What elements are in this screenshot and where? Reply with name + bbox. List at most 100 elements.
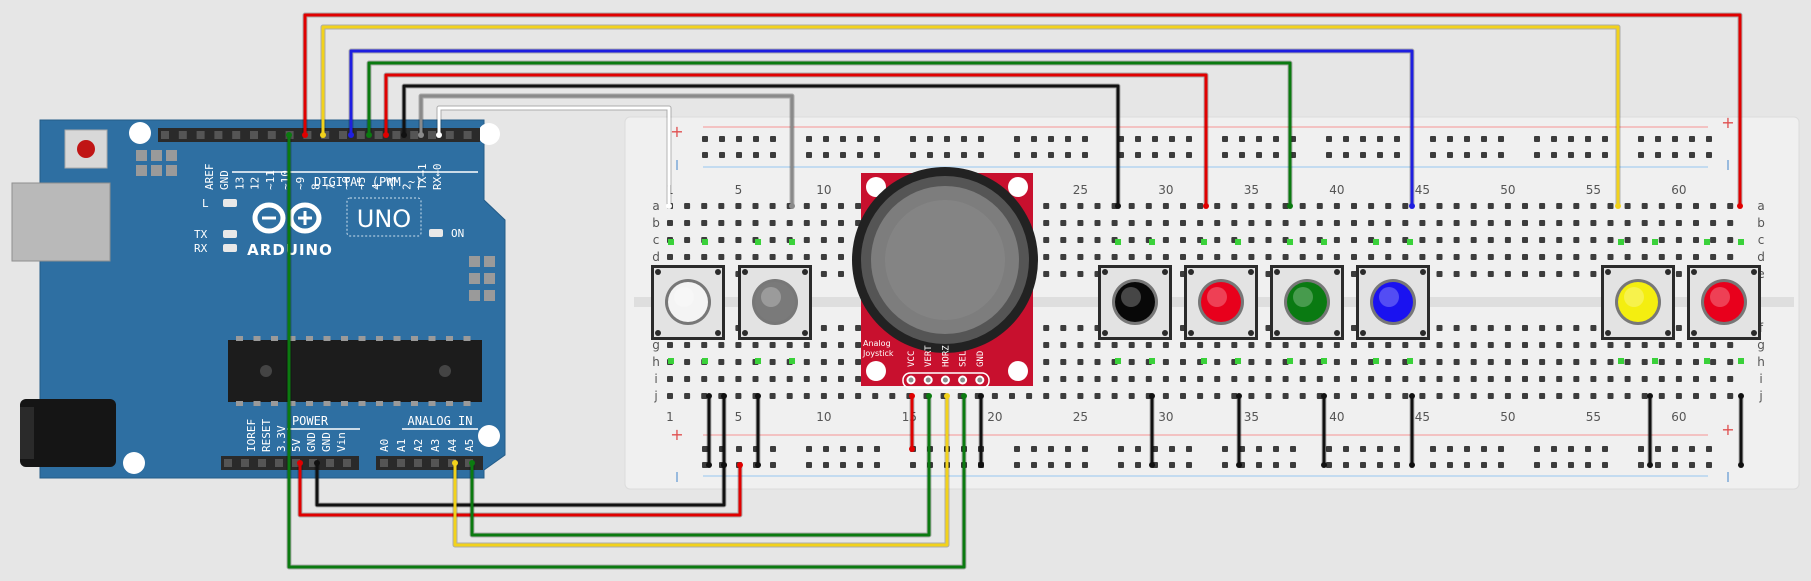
rail-hole <box>1655 152 1661 158</box>
column-number-top: 50 <box>1500 183 1515 197</box>
icsp2-pin <box>484 290 495 301</box>
hole <box>1351 342 1357 348</box>
button-cap-highlight <box>1710 287 1730 307</box>
hole <box>1043 393 1050 399</box>
hole <box>1026 393 1033 399</box>
rail-hole <box>1585 462 1591 468</box>
hole <box>838 220 844 226</box>
hole <box>1573 342 1580 348</box>
hole <box>667 376 673 382</box>
hole <box>1077 393 1084 399</box>
button-cap-highlight <box>674 287 694 307</box>
chip-pin <box>446 401 453 406</box>
hole <box>803 237 810 243</box>
rail-hole <box>770 136 776 142</box>
hole <box>820 237 827 243</box>
hole <box>838 359 844 365</box>
reset-button-cap <box>77 140 95 158</box>
rail-hole <box>1689 462 1695 468</box>
hole <box>1368 376 1375 382</box>
wire-end <box>961 393 967 399</box>
button-pin-marker <box>1652 239 1658 245</box>
rail-hole <box>1638 446 1644 452</box>
column-number-bottom: 15 <box>902 410 917 424</box>
hole <box>1436 203 1443 209</box>
hole <box>1487 254 1494 260</box>
hole <box>1641 254 1648 260</box>
hole <box>1214 393 1221 399</box>
rail-hole <box>1152 152 1158 158</box>
hole <box>1128 220 1135 226</box>
joystick-pin-label: VERT <box>924 345 934 367</box>
button-pin-marker <box>755 358 761 364</box>
hole <box>838 393 844 399</box>
chip-pin <box>288 401 296 406</box>
hole <box>1214 359 1221 365</box>
hole <box>1402 342 1409 348</box>
wire-end <box>1149 393 1155 399</box>
hole <box>1453 393 1460 399</box>
column-number-bottom: 60 <box>1671 410 1686 424</box>
rail-hole <box>1048 152 1054 158</box>
rail-hole <box>1638 152 1644 158</box>
rail-hole <box>1222 136 1228 142</box>
rail-hole <box>1169 152 1175 158</box>
digital-pin-label: 8 <box>309 183 322 190</box>
button-corner-dot <box>1420 269 1426 275</box>
hole <box>1368 342 1375 348</box>
hole <box>1162 359 1169 365</box>
hole <box>1180 254 1186 260</box>
wire-body <box>303 13 1742 206</box>
rail-hole <box>1568 446 1574 452</box>
rail-hole <box>1672 462 1678 468</box>
hole <box>1385 376 1392 382</box>
button-cap <box>1115 282 1155 322</box>
icsp-pin <box>151 150 162 161</box>
power-pin-label: 3.3V <box>275 425 288 452</box>
rail-hole <box>1655 136 1661 142</box>
rail-hole <box>944 152 950 158</box>
jumper-button-gnd <box>1149 393 1155 468</box>
hole <box>1727 376 1734 382</box>
hole <box>1060 254 1067 260</box>
hole <box>1675 342 1682 348</box>
rail-hole <box>1118 446 1124 452</box>
hole <box>1504 325 1511 331</box>
joystick-mount-hole <box>866 177 886 197</box>
rail-plus-top-right: + <box>1721 113 1734 132</box>
button-cap <box>1373 282 1413 322</box>
digital-pin-label: ~6 <box>340 177 353 190</box>
hole <box>1128 359 1135 365</box>
hole <box>1299 376 1306 382</box>
button-corner-dot <box>1665 269 1671 275</box>
hole <box>1197 393 1204 399</box>
hole <box>1487 359 1494 365</box>
icsp2-pin <box>484 256 495 267</box>
column-number-bottom: 45 <box>1415 410 1430 424</box>
column-number-top: 60 <box>1671 183 1686 197</box>
hole <box>1727 220 1734 226</box>
rail-hole <box>1447 136 1453 142</box>
jumper-button-gnd <box>1236 393 1242 468</box>
rail-hole <box>1430 446 1436 452</box>
button-corner-dot <box>655 330 661 336</box>
hole <box>1693 220 1699 226</box>
hole <box>1590 325 1597 331</box>
hole <box>1693 203 1699 209</box>
hole <box>1607 359 1614 365</box>
power-jack-edge <box>20 407 34 459</box>
jumper-button-gnd <box>721 393 727 468</box>
rail-hole <box>1343 152 1349 158</box>
hole <box>1077 220 1084 226</box>
hole <box>1333 254 1340 260</box>
rail-hole <box>1360 462 1366 468</box>
button-cap-highlight <box>1624 287 1644 307</box>
hole <box>1043 376 1050 382</box>
hole <box>1128 203 1135 209</box>
rail-hole <box>910 136 916 142</box>
rail-hole <box>1498 152 1504 158</box>
hole <box>1675 271 1682 277</box>
hole <box>1299 393 1306 399</box>
digital-pin-label: 2 <box>401 183 414 190</box>
hole <box>1470 220 1477 226</box>
